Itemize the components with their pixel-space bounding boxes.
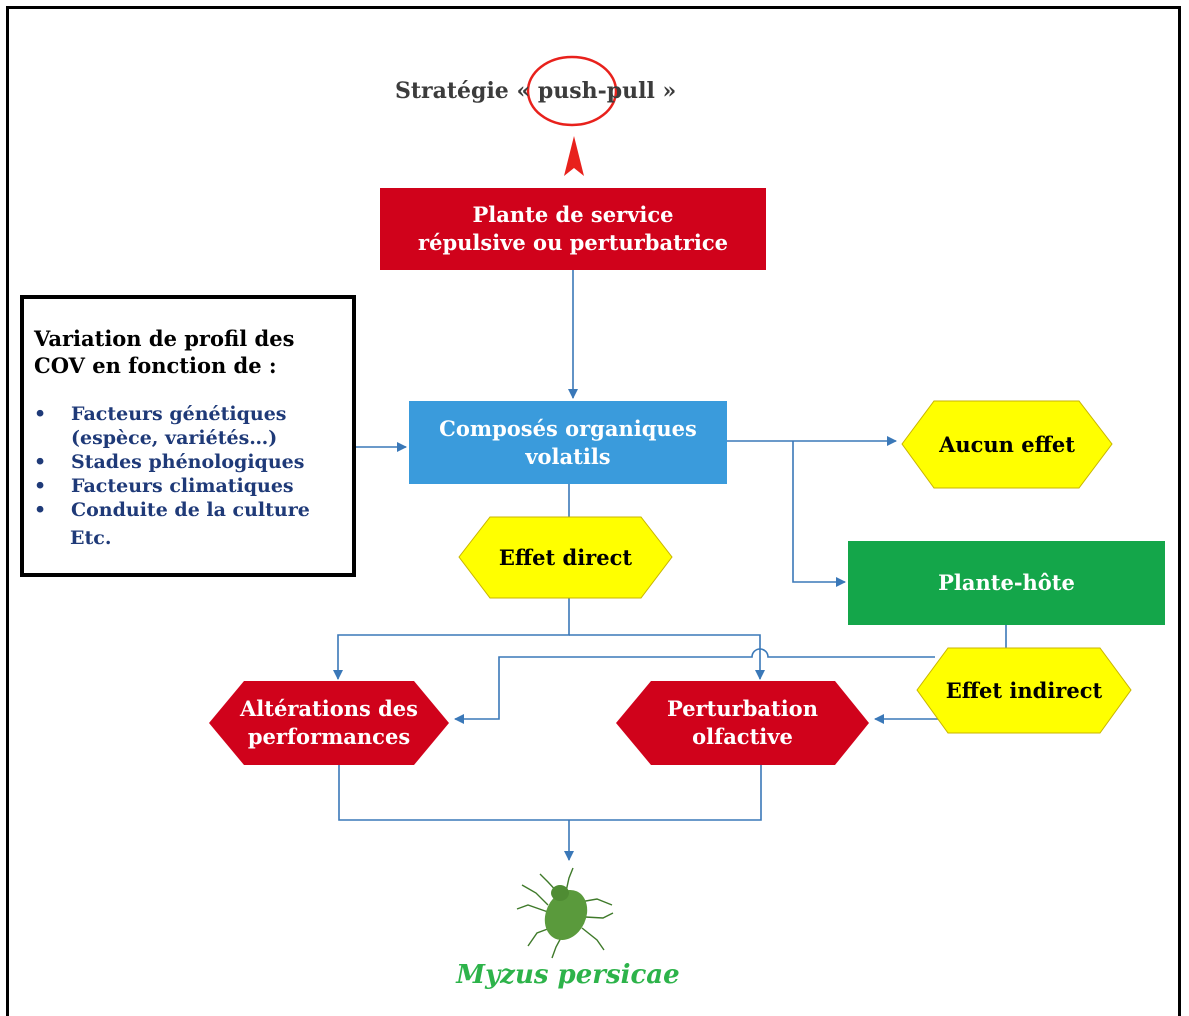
- variation-list: •Facteurs génétiques (espèce, variétés…)…: [34, 402, 354, 522]
- node-voc: Composés organiques volatils: [409, 401, 727, 484]
- connector-direct-to-olfactory: [569, 634, 765, 680]
- variation-item: •Conduite de la culture: [34, 499, 310, 521]
- hex-olfactory: [616, 681, 869, 765]
- olfactory-line1: Perturbation: [667, 696, 818, 721]
- bullet-icon: •: [34, 499, 47, 521]
- node-service-plant: Plante de service répulsive ou perturbat…: [380, 188, 766, 270]
- variation-item: •Facteurs génétiques (espèce, variétés…): [34, 403, 287, 449]
- voc-line2: volatils: [525, 443, 611, 469]
- push-arrow-icon: [564, 136, 584, 176]
- node-direct-effect: Effet direct: [459, 517, 672, 598]
- node-olfactory: Perturbation olfactive: [616, 681, 869, 765]
- variation-heading-line2: COV en fonction de :: [34, 353, 277, 378]
- connector-performance-down: [338, 765, 762, 821]
- aphid-body: [544, 889, 588, 941]
- hex-performance: [209, 681, 449, 765]
- title-circled: « push: [516, 78, 598, 104]
- node-indirect-effect: Effet indirect: [917, 648, 1131, 733]
- connector-voc-to-host: [792, 441, 846, 587]
- bullet-icon: •: [34, 475, 47, 497]
- diagram-title: Stratégie « push-pull »: [395, 78, 715, 104]
- service-plant-line2: répulsive ou perturbatrice: [418, 230, 728, 255]
- title-prefix: Stratégie: [395, 78, 509, 104]
- performance-line1: Altérations des: [240, 696, 418, 721]
- voc-line1: Composés organiques: [439, 415, 697, 441]
- push-highlight-circle: [526, 55, 618, 127]
- hex-direct-effect: [458, 516, 673, 599]
- variation-item: •Stades phénologiques: [34, 451, 305, 473]
- connector-direct-split: [333, 598, 570, 680]
- variation-box: Variation de profil des COV en fonction …: [20, 295, 356, 577]
- bullet-icon: •: [34, 451, 47, 473]
- variation-heading-line1: Variation de profil des: [34, 326, 295, 351]
- node-host-plant: Plante-hôte: [848, 541, 1165, 625]
- no-effect-label: Aucun effet: [939, 431, 1075, 457]
- species-label: Myzus persicae: [456, 960, 680, 990]
- performance-line2: performances: [247, 724, 411, 749]
- direct-effect-label: Effet direct: [498, 544, 633, 570]
- connector-indirect-to-performance: [454, 648, 935, 724]
- node-no-effect: Aucun effet: [902, 401, 1112, 488]
- olfactory-line2: olfactive: [692, 724, 793, 749]
- variation-item: •Facteurs climatiques: [34, 475, 294, 497]
- variation-heading: Variation de profil des COV en fonction …: [34, 325, 334, 379]
- service-plant-line1: Plante de service: [472, 202, 674, 227]
- hex-indirect-effect: [916, 647, 1132, 734]
- hex-no-effect: [901, 400, 1113, 489]
- host-plant-label: Plante-hôte: [938, 570, 1075, 595]
- title-suffix: -pull »: [597, 78, 677, 104]
- indirect-effect-label: Effet indirect: [945, 677, 1103, 703]
- aphid-head: [551, 885, 569, 901]
- node-performance: Altérations des performances: [209, 681, 449, 765]
- bullet-icon: •: [34, 403, 47, 425]
- diagram-frame: [6, 6, 1181, 1016]
- variation-extra: Etc.: [70, 527, 112, 549]
